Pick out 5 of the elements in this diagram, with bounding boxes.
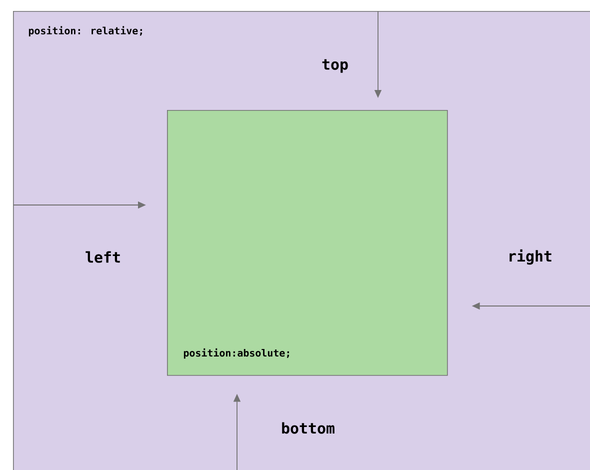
edge-label: bottom bbox=[280, 421, 336, 435]
edge-label: right bbox=[506, 248, 554, 266]
positioned-box: position:absolute; bbox=[167, 110, 448, 376]
edge-label: left bbox=[84, 250, 122, 264]
edge-label: top bbox=[320, 58, 350, 74]
